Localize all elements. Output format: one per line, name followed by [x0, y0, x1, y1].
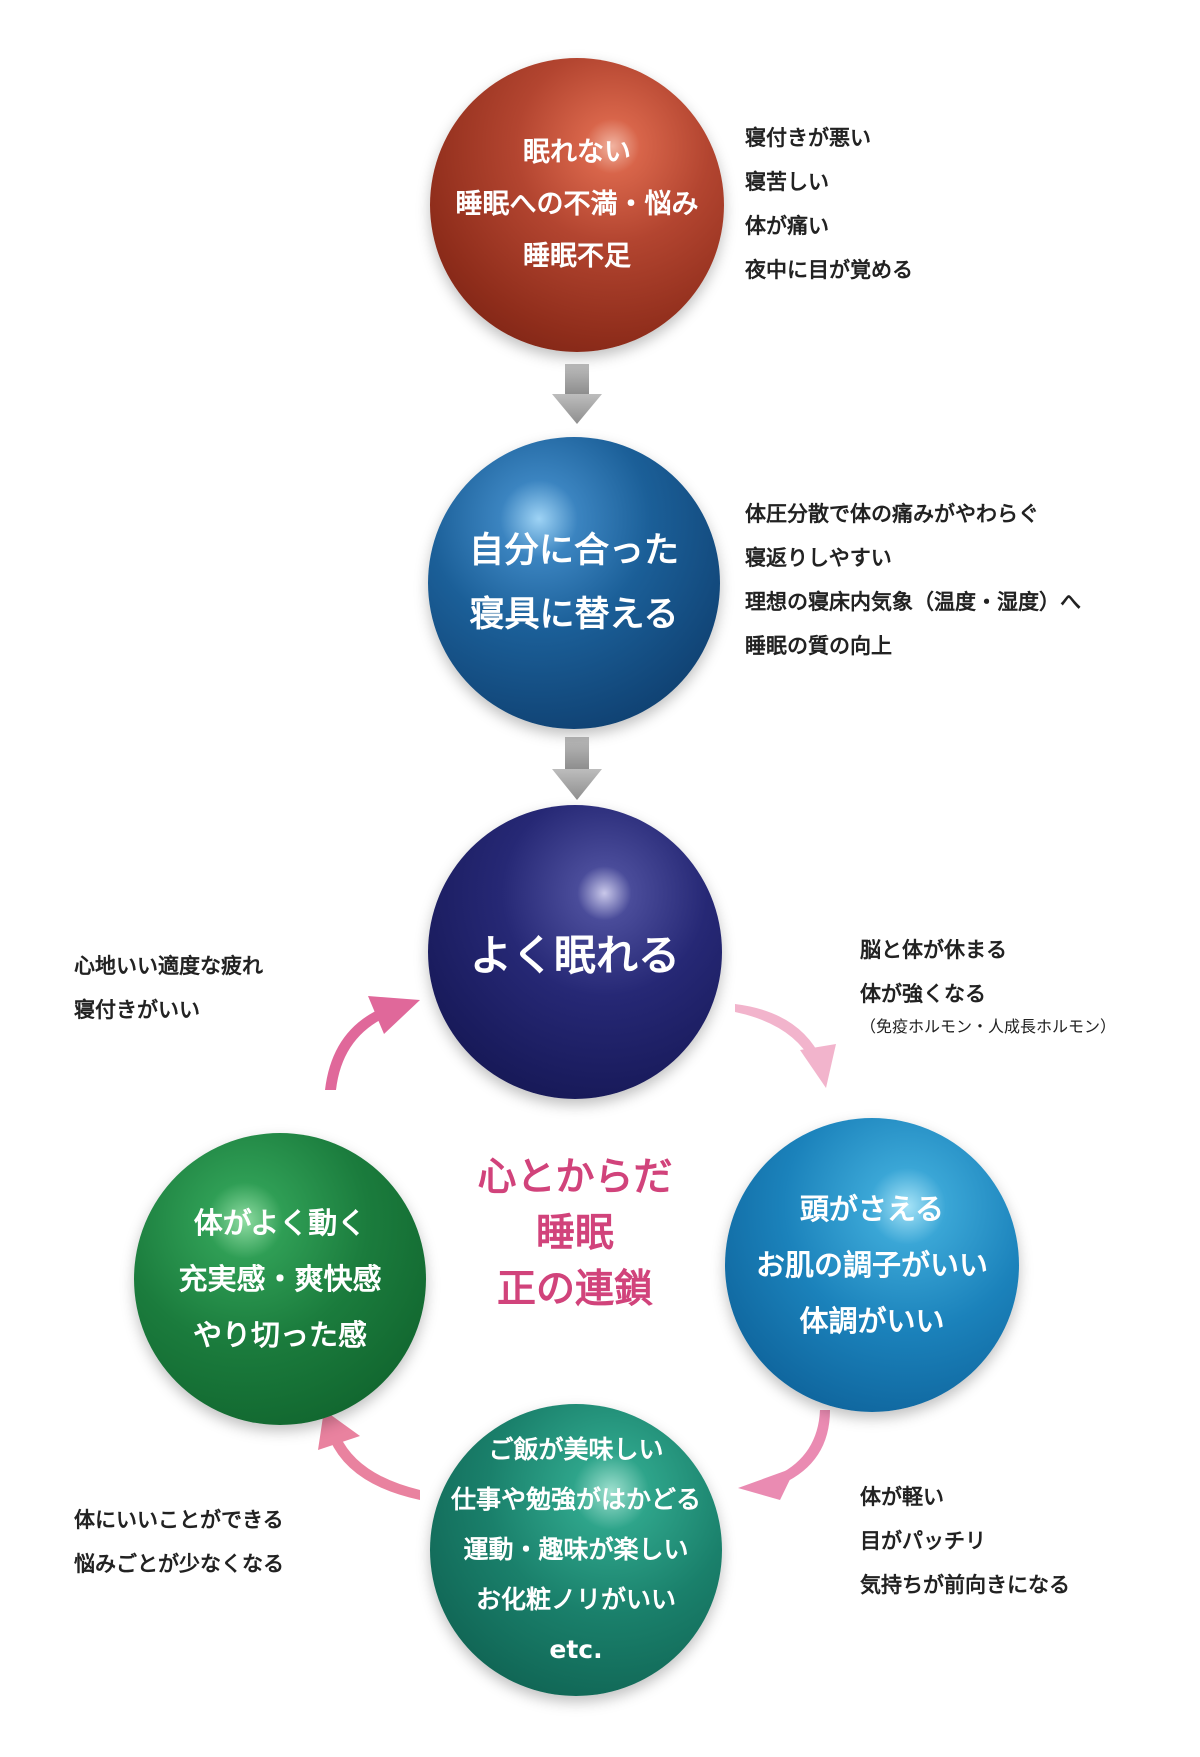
- sphere-text: 睡眠への不満・悩み: [455, 189, 699, 220]
- note-top-right: 寝付きが悪い 寝苦しい 体が痛い 夜中に目が覚める: [745, 116, 913, 292]
- note-line: 心地いい適度な疲れ: [74, 954, 263, 978]
- sphere-sleep-problems: 眠れない 睡眠への不満・悩み 睡眠不足: [430, 58, 724, 352]
- sphere-sleep-well: よく眠れる: [428, 805, 722, 1099]
- center-label-line: 睡眠: [535, 1211, 614, 1256]
- note-line: 寝付きがいい: [74, 998, 200, 1022]
- sphere-text: 眠れない: [523, 137, 631, 168]
- sphere-body-moves-well: 体がよく動く 充実感・爽快感 やり切った感: [134, 1133, 426, 1425]
- down-arrow-2: [552, 737, 602, 800]
- sphere-text: 寝具に替える: [469, 595, 679, 635]
- sphere-text: 頭がさえる: [799, 1192, 945, 1226]
- note-line: 悩みごとが少なくなる: [74, 1552, 284, 1576]
- cycle-center-label: 心とからだ 睡眠 正の連鎖: [430, 1150, 720, 1318]
- note-line: 気持ちが前向きになる: [860, 1573, 1070, 1597]
- cycle-arrow-top-right: [735, 1004, 836, 1088]
- sphere-text: 体がよく動く: [193, 1206, 367, 1240]
- note-line: 体にいいことができる: [74, 1508, 284, 1532]
- note-line: 寝付きが悪い: [745, 126, 871, 150]
- note-bottom-left: 体にいいことができる 悩みごとが少なくなる: [74, 1498, 284, 1586]
- note-middle-right: 体圧分散で体の痛みがやわらぐ 寝返りしやすい 理想の寝床内気象（温度・湿度）へ …: [745, 492, 1081, 668]
- sphere-text: 運動・趣味が楽しい: [463, 1535, 689, 1564]
- sphere-text: 充実感・爽快感: [178, 1262, 382, 1296]
- note-line: 理想の寝床内気象（温度・湿度）へ: [745, 590, 1081, 614]
- sphere-text: お化粧ノリがいい: [475, 1585, 676, 1614]
- sphere-text: よく眠れる: [469, 930, 680, 980]
- note-line: 体が強くなる: [860, 982, 986, 1006]
- note-center-right: 脳と体が休まる 体が強くなる （免疫ホルモン・人成長ホルモン）: [860, 928, 1116, 1038]
- note-line: 目がパッチリ: [860, 1529, 986, 1553]
- sphere-text: 仕事や勉強がはかどる: [450, 1485, 701, 1514]
- cycle-arrow-top-left: [325, 996, 420, 1090]
- note-line: 寝返りしやすい: [745, 546, 892, 570]
- sphere-clear-head: 頭がさえる お肌の調子がいい 体調がいい: [725, 1118, 1019, 1412]
- note-line: 体圧分散で体の痛みがやわらぐ: [745, 502, 1039, 526]
- sphere-text: 体調がいい: [799, 1304, 945, 1338]
- sphere-text: ご飯が美味しい: [488, 1435, 664, 1464]
- note-line: 体が痛い: [745, 214, 829, 238]
- sphere-text: やり切った感: [192, 1318, 367, 1352]
- note-bottom-right: 体が軽い 目がパッチリ 気持ちが前向きになる: [860, 1475, 1070, 1607]
- center-label-line: 心とからだ: [477, 1155, 673, 1200]
- note-line: 体が軽い: [860, 1485, 944, 1509]
- note-center-left: 心地いい適度な疲れ 寝付きがいい: [74, 944, 263, 1032]
- sphere-text: etc.: [549, 1635, 603, 1664]
- sphere-change-bedding: 自分に合った 寝具に替える: [428, 437, 720, 729]
- cycle-arrow-bottom-left: [318, 1410, 420, 1500]
- cycle-arrow-bottom-right: [738, 1410, 830, 1500]
- note-line: 夜中に目が覚める: [745, 258, 913, 282]
- note-line: 睡眠の質の向上: [745, 634, 892, 658]
- sphere-text: 自分に合った: [468, 531, 679, 571]
- center-label-line: 正の連鎖: [496, 1267, 653, 1312]
- sphere-text: 睡眠不足: [523, 241, 631, 272]
- sphere-daily-life: ご飯が美味しい 仕事や勉強がはかどる 運動・趣味が楽しい お化粧ノリがいい et…: [430, 1404, 722, 1696]
- note-line: 脳と体が休まる: [860, 938, 1007, 962]
- down-arrow-1: [552, 364, 602, 424]
- note-line: 寝苦しい: [745, 170, 829, 194]
- note-subline: （免疫ホルモン・人成長ホルモン）: [860, 1017, 1117, 1036]
- sphere-text: お肌の調子がいい: [755, 1248, 988, 1282]
